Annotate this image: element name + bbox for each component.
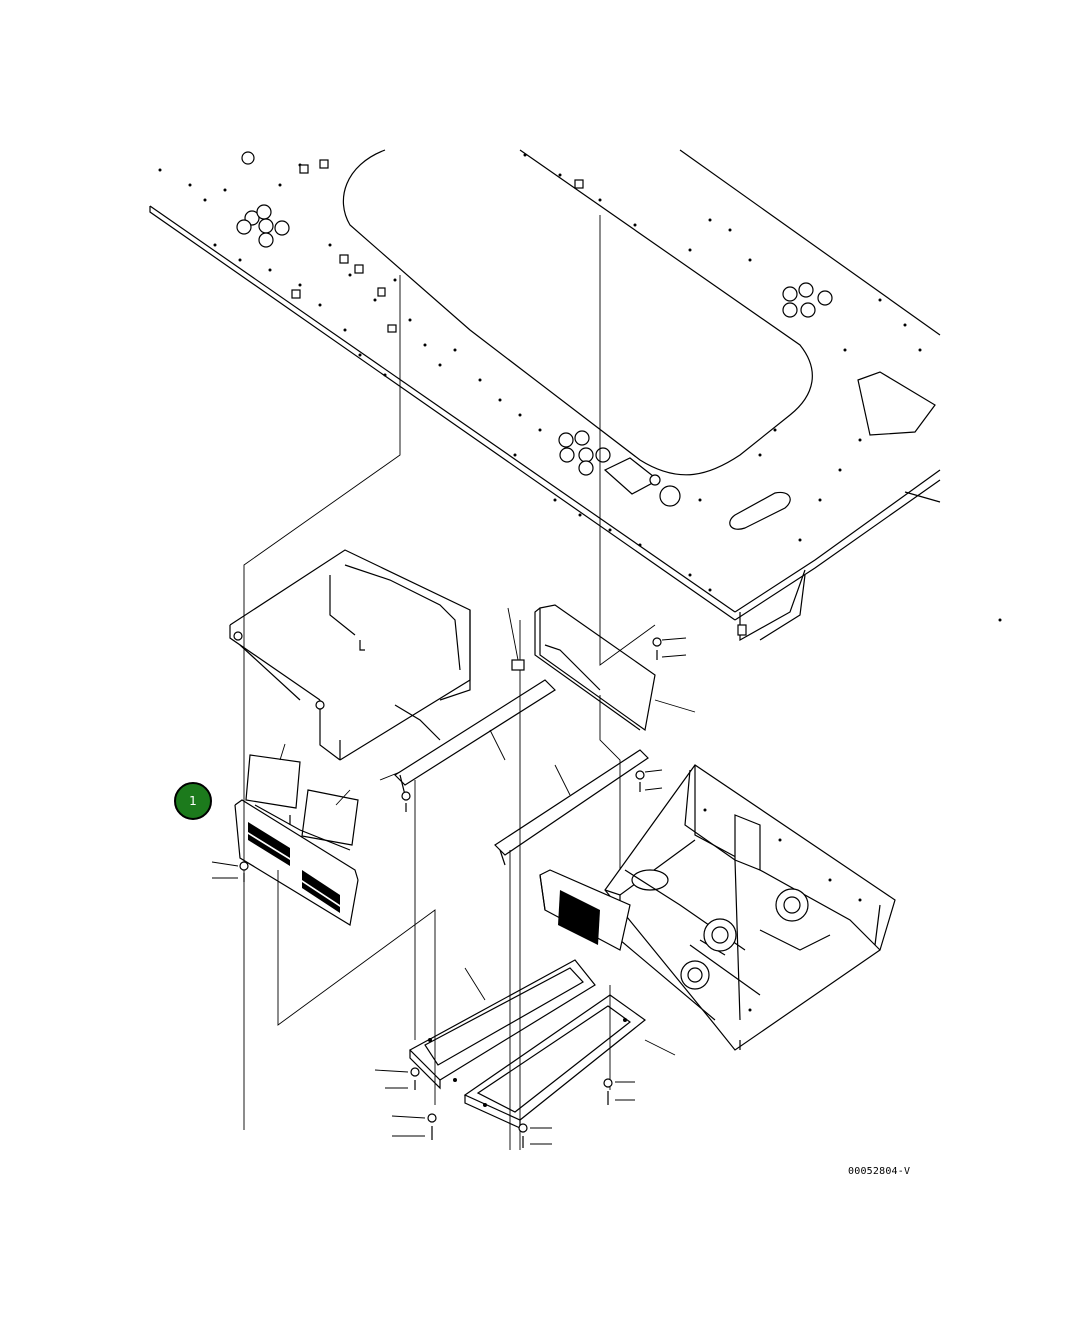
lower-right-tub xyxy=(604,764,896,1051)
front-grille-panel xyxy=(211,743,359,926)
grille-right xyxy=(302,870,340,913)
assembly-leader-lines xyxy=(243,215,656,1150)
left-box-cover xyxy=(229,549,471,761)
center-bar xyxy=(379,679,556,812)
upper-frame-plate xyxy=(149,149,941,642)
right-back-panel xyxy=(507,604,696,732)
grille-left xyxy=(248,822,290,866)
bottom-plate-left xyxy=(409,959,596,1090)
frame-bosses xyxy=(241,151,661,486)
bolt-cluster-left xyxy=(236,204,290,248)
secondary-grille-panel xyxy=(539,869,631,951)
bottom-plate-right xyxy=(463,994,676,1129)
item-callout-1[interactable]: 1 xyxy=(174,782,212,820)
bolt-cluster-center xyxy=(558,430,611,476)
bolt-cluster-right xyxy=(782,282,833,318)
grille-secondary xyxy=(558,890,600,945)
bottom-fasteners xyxy=(374,1067,635,1148)
right-bracket-bar xyxy=(494,749,663,866)
drawing-number-label: 00052804-V xyxy=(848,1166,911,1177)
